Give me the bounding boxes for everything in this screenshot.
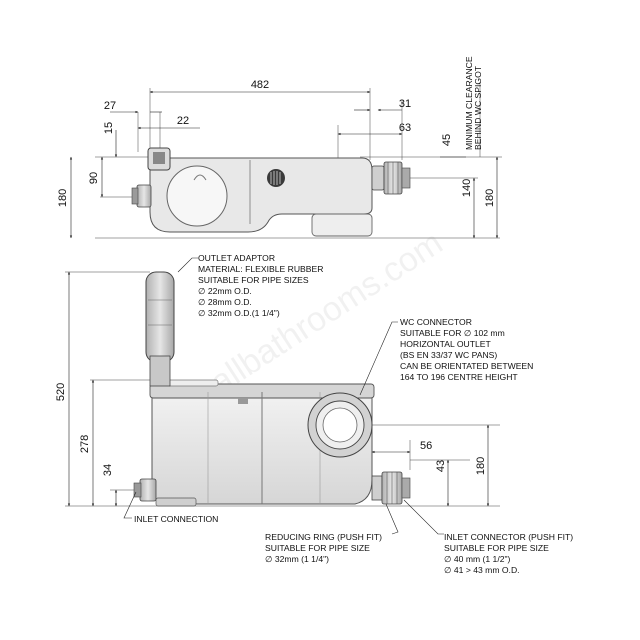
- svg-text:164 TO 196 CENTRE HEIGHT: 164 TO 196 CENTRE HEIGHT: [400, 372, 518, 382]
- outlet-adaptor-note: OUTLET ADAPTOR MATERIAL: FLEXIBLE RUBBER…: [198, 253, 323, 318]
- svg-text:∅ 28mm O.D.: ∅ 28mm O.D.: [198, 297, 252, 307]
- svg-text:MATERIAL: FLEXIBLE RUBBER: MATERIAL: FLEXIBLE RUBBER: [198, 264, 323, 274]
- wc-connector-note: WC CONNECTOR SUITABLE FOR ∅ 102 mm HORIZ…: [400, 317, 533, 382]
- svg-text:∅ 22mm O.D.: ∅ 22mm O.D.: [198, 286, 252, 296]
- svg-text:CAN BE ORIENTATED BETWEEN: CAN BE ORIENTATED BETWEEN: [400, 361, 533, 371]
- pump-chamber-circle: [166, 165, 228, 227]
- dim-180-front-label: 180: [475, 457, 487, 475]
- svg-text:∅ 40 mm (1 1/2"): ∅ 40 mm (1 1/2"): [444, 554, 511, 564]
- svg-text:SUITABLE FOR ∅ 102 mm: SUITABLE FOR ∅ 102 mm: [400, 328, 505, 338]
- svg-text:HORIZONTAL OUTLET: HORIZONTAL OUTLET: [400, 339, 491, 349]
- dim-22-label: 22: [177, 115, 189, 127]
- svg-text:(BS EN 33/37 WC PANS): (BS EN 33/37 WC PANS): [400, 350, 497, 360]
- outlet-adaptor-front: [145, 271, 175, 387]
- top-view: 482 27 22 15 31 63 45 90 180 140 180 MIN…: [57, 56, 502, 239]
- svg-text:SUITABLE FOR PIPE SIZE: SUITABLE FOR PIPE SIZE: [265, 543, 370, 553]
- dim-278-label: 278: [79, 435, 91, 453]
- dim-34-label: 34: [102, 464, 114, 476]
- inlet-right-front: [371, 471, 411, 505]
- svg-text:SUITABLE FOR PIPE SIZE: SUITABLE FOR PIPE SIZE: [444, 543, 549, 553]
- dim-56-label: 56: [420, 440, 432, 452]
- inlet-connection-note: INLET CONNECTION: [134, 514, 218, 524]
- dim-27-label: 27: [104, 100, 116, 112]
- svg-text:OUTLET ADAPTOR: OUTLET ADAPTOR: [198, 253, 275, 263]
- clearance-note-line2: BEHIND WC SPIGOT: [473, 65, 483, 150]
- wc-spigot-top: [311, 213, 373, 237]
- svg-text:WC CONNECTOR: WC CONNECTOR: [400, 317, 472, 327]
- inlet-left-top: [131, 184, 152, 208]
- inlet-right-top: [371, 161, 411, 195]
- svg-text:∅ 32mm O.D.(1 1/4"): ∅ 32mm O.D.(1 1/4"): [198, 308, 280, 318]
- reducing-ring-note: REDUCING RING (PUSH FIT) SUITABLE FOR PI…: [265, 532, 382, 564]
- dim-45-label: 45: [441, 134, 453, 146]
- dim-43-label: 43: [435, 460, 447, 472]
- dim-140-label: 140: [461, 179, 473, 197]
- dim-180-right-label: 180: [484, 189, 496, 207]
- svg-text:SUITABLE FOR PIPE SIZES: SUITABLE FOR PIPE SIZES: [198, 275, 309, 285]
- svg-text:INLET CONNECTOR (PUSH FIT): INLET CONNECTOR (PUSH FIT): [444, 532, 573, 542]
- vent-grille-icon: [267, 169, 285, 187]
- dim-63-label: 63: [399, 122, 411, 134]
- clearance-note-line1: MINIMUM CLEARANCE: [464, 56, 474, 150]
- inlet-left-front: [133, 478, 157, 502]
- dim-90-label: 90: [88, 172, 100, 184]
- wc-connector-front: [307, 392, 373, 458]
- dim-482-label: 482: [251, 79, 269, 91]
- dim-15-label: 15: [103, 122, 115, 134]
- dim-31-label: 31: [399, 98, 411, 110]
- dim-180-left-label: 180: [57, 189, 69, 207]
- inlet-connector-note: INLET CONNECTOR (PUSH FIT) SUITABLE FOR …: [444, 532, 573, 575]
- dim-520-label: 520: [55, 383, 67, 401]
- svg-text:∅ 32mm (1 1/4"): ∅ 32mm (1 1/4"): [265, 554, 329, 564]
- svg-text:REDUCING RING (PUSH FIT): REDUCING RING (PUSH FIT): [265, 532, 382, 542]
- svg-text:∅ 41 > 43 mm O.D.: ∅ 41 > 43 mm O.D.: [444, 565, 520, 575]
- front-view: 520 278 34 56 43 180 OUTLET ADAPTOR MATE…: [55, 253, 573, 575]
